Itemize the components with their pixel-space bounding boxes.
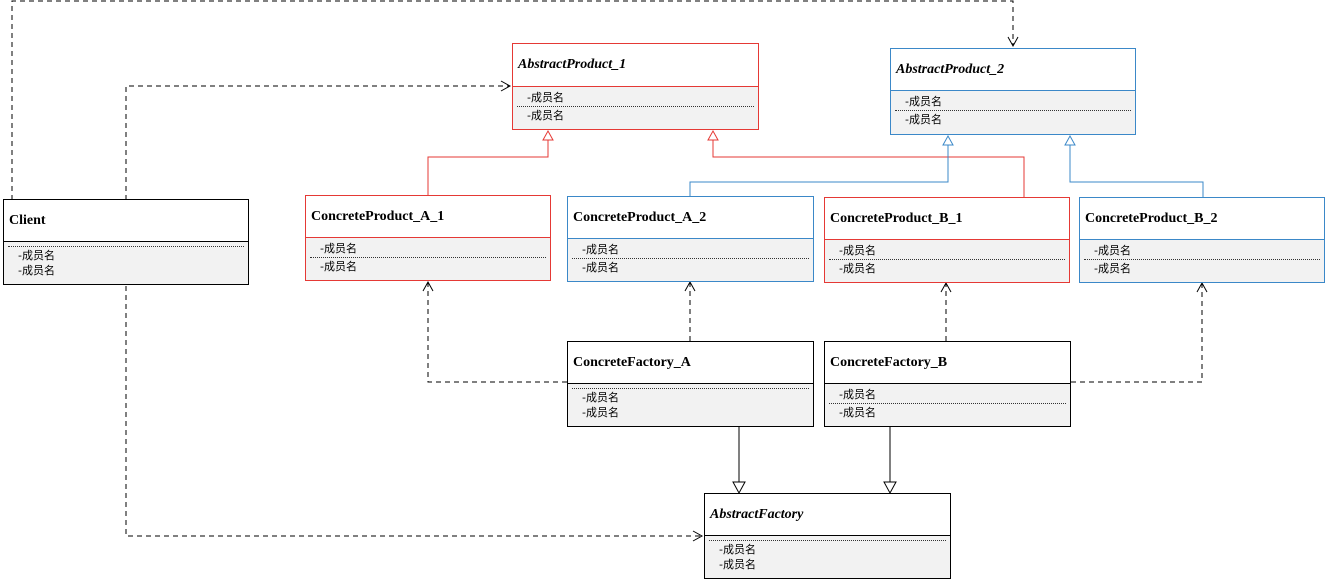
attribute: -成员名 [582,243,619,256]
attribute: -成员名 [839,262,876,275]
attribute: -成员名 [719,543,756,556]
class-concrete-product-a2[interactable]: ConcreteProduct_A_2 -成员名 -成员名 [567,196,814,282]
separator [709,540,946,541]
class-name: ConcreteProduct_B_2 [1080,198,1324,240]
class-abstract-product-2[interactable]: AbstractProduct_2 -成员名 -成员名 [890,48,1136,135]
attribute: -成员名 [320,242,357,255]
dependency-client-abstractproduct2 [11,0,1019,200]
separator [310,257,546,258]
class-concrete-product-b1[interactable]: ConcreteProduct_B_1 -成员名 -成员名 [824,197,1070,283]
attribute: -成员名 [905,95,942,108]
separator [572,388,809,389]
generalization-b1-abstractproduct1 [707,129,1025,197]
class-name: ConcreteProduct_B_1 [825,198,1069,240]
generalization-a2-abstractproduct2 [689,134,954,196]
separator [1084,259,1320,260]
attribute: -成员名 [719,558,756,571]
dependency-client-abstractproduct1 [125,80,512,200]
class-concrete-product-a1[interactable]: ConcreteProduct_A_1 -成员名 -成员名 [305,195,551,281]
class-client[interactable]: Client -成员名 -成员名 [3,199,249,285]
generalization-a1-abstractproduct1 [427,129,554,195]
class-abstract-factory[interactable]: AbstractFactory -成员名 -成员名 [704,493,951,579]
class-name: ConcreteProduct_A_1 [306,196,550,238]
attribute: -成员名 [905,113,942,126]
attribute: -成员名 [839,406,876,419]
generalization-b2-abstractproduct2 [1064,134,1204,197]
class-concrete-factory-a[interactable]: ConcreteFactory_A -成员名 -成员名 [567,341,814,427]
class-name: ConcreteFactory_B [825,342,1070,384]
dependency-client-abstractfactory [125,286,704,542]
attribute: -成员名 [18,264,55,277]
attribute: -成员名 [582,391,619,404]
attribute: -成员名 [1094,244,1131,257]
class-name: AbstractProduct_1 [513,44,758,87]
separator [829,259,1065,260]
attribute: -成员名 [527,109,564,122]
dependency-factoryb-b2 [1071,281,1208,383]
class-name: AbstractProduct_2 [891,49,1135,91]
separator [829,403,1066,404]
class-name: ConcreteProduct_A_2 [568,197,813,239]
class-name: Client [4,200,248,242]
class-concrete-product-b2[interactable]: ConcreteProduct_B_2 -成员名 -成员名 [1079,197,1325,283]
attribute: -成员名 [320,260,357,273]
separator [572,258,809,259]
separator [517,106,754,107]
class-concrete-factory-b[interactable]: ConcreteFactory_B -成员名 -成员名 [824,341,1071,427]
attribute: -成员名 [582,406,619,419]
attribute: -成员名 [582,261,619,274]
attribute: -成员名 [18,249,55,262]
class-name: ConcreteFactory_A [568,342,813,384]
attribute: -成员名 [1094,262,1131,275]
separator [8,246,244,247]
class-abstract-product-1[interactable]: AbstractProduct_1 -成员名 -成员名 [512,43,759,130]
dependency-factorya-a1 [422,280,567,383]
separator [895,110,1131,111]
attribute: -成员名 [839,244,876,257]
attribute: -成员名 [527,91,564,104]
attribute: -成员名 [839,388,876,401]
class-name: AbstractFactory [705,494,950,536]
